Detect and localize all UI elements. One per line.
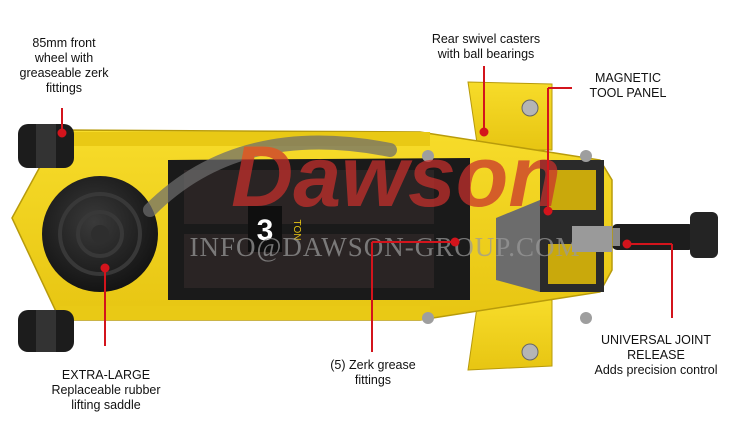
callout-joint-line-1: UNIVERSAL JOINT <box>601 333 711 347</box>
release-handle <box>606 212 718 258</box>
callout-tool-panel-line-1: MAGNETIC <box>595 71 661 85</box>
callout-zerk: (5) Zerk grease fittings <box>318 358 428 388</box>
callout-front-wheel-line-1: 85mm front <box>32 36 96 50</box>
front-wheels <box>18 124 74 352</box>
callout-front-wheel: 85mm front wheel with greaseable zerk fi… <box>4 36 124 96</box>
rear-caster-mounts <box>467 81 553 371</box>
capacity-number: 3 <box>257 214 274 247</box>
callout-front-wheel-line-3: greaseable zerk <box>19 66 109 80</box>
callout-joint: UNIVERSAL JOINT RELEASE Adds precision c… <box>585 333 727 378</box>
watermark-logo: Dawson <box>231 129 561 225</box>
callout-joint-line-3: Adds precision control <box>594 363 718 377</box>
callout-saddle: EXTRA-LARGE Replaceable rubber lifting s… <box>38 368 174 413</box>
callout-rear-casters-line-1: Rear swivel casters <box>431 32 541 46</box>
callout-tool-panel-line-2: TOOL PANEL <box>589 86 667 100</box>
watermark: Dawson INFO@DAWSON-GROUP.COM <box>143 129 581 262</box>
callout-zerk-line-1: (5) Zerk grease <box>330 358 416 372</box>
callout-leaders <box>57 66 673 352</box>
callout-zerk-line-2: fittings <box>354 373 392 387</box>
callout-saddle-line-1: EXTRA-LARGE <box>61 368 151 382</box>
callout-rear-casters: Rear swivel casters with ball bearings <box>420 32 552 62</box>
callout-saddle-line-3: lifting saddle <box>71 398 141 412</box>
callout-tool-panel: MAGNETIC TOOL PANEL <box>578 71 678 101</box>
capacity-label: 3 TON <box>248 206 302 252</box>
callout-saddle-line-2: Replaceable rubber <box>51 383 161 397</box>
callout-front-wheel-line-2: wheel with <box>34 51 94 65</box>
callout-rear-casters-line-2: with ball bearings <box>437 47 535 61</box>
watermark-url: INFO@DAWSON-GROUP.COM <box>190 232 581 262</box>
callout-joint-line-2: RELEASE <box>627 348 685 362</box>
capacity-unit: TON <box>291 220 302 241</box>
callout-front-wheel-line-4: fittings <box>45 81 83 95</box>
jack-frame <box>11 129 613 324</box>
lifting-saddle <box>42 176 158 292</box>
